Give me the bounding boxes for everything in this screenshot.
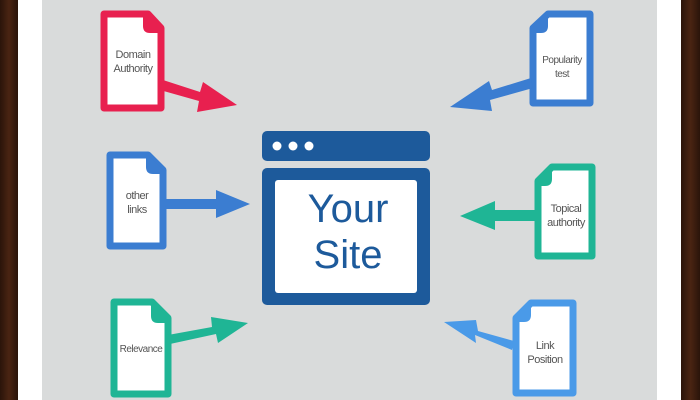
mat-right — [657, 0, 681, 400]
label-popularity-test: Popularity test — [534, 54, 590, 82]
label-line: links — [127, 204, 147, 216]
label-line: Popularity — [542, 55, 582, 66]
label-line: test — [554, 69, 570, 80]
label-line: Authority — [113, 63, 153, 75]
frame-right — [681, 0, 700, 400]
label-topical-authority: Topical authority — [539, 202, 593, 230]
label-domain-authority: Domain Authority — [106, 48, 160, 76]
label-line: other — [125, 190, 149, 202]
document-icon-popularity-test — [450, 10, 594, 111]
document-icon-link-position — [444, 299, 577, 397]
your-site-line2: Site — [313, 233, 383, 277]
label-link-position: Link Position — [518, 339, 572, 367]
frame-left — [0, 0, 18, 400]
label-line: Topical — [550, 203, 582, 215]
label-line: Position — [527, 354, 563, 366]
your-site-label: Your Site — [278, 186, 418, 278]
browser-window-icon — [262, 131, 430, 305]
label-other-links: other links — [112, 189, 162, 217]
label-line: Link — [535, 340, 555, 352]
label-line: authority — [547, 217, 585, 229]
label-relevance: Relevance — [114, 343, 168, 357]
label-line: Relevance — [119, 344, 163, 355]
document-icon-other-links — [106, 151, 250, 250]
document-icon-relevance — [110, 298, 248, 398]
your-site-line1: Your — [307, 187, 389, 231]
label-line: Domain — [115, 49, 151, 61]
document-icon-topical-authority — [460, 163, 596, 260]
mat-left — [18, 0, 42, 400]
document-icon-domain-authority — [100, 10, 237, 112]
